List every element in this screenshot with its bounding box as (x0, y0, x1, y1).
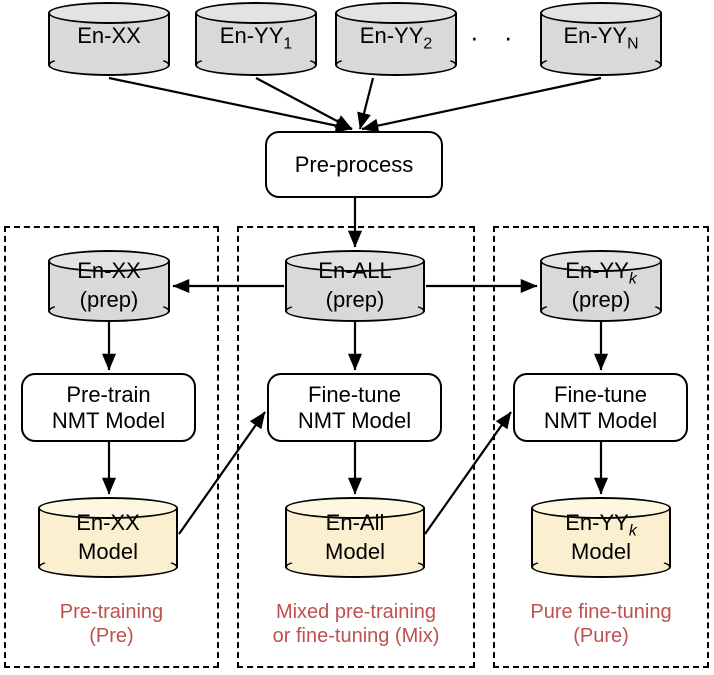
cylinder-bottom (335, 54, 457, 76)
train-box-line2: NMT Model (51, 407, 166, 433)
train-box-line2: NMT Model (543, 407, 658, 433)
caption-line2: (Pre) (89, 625, 134, 647)
cylinder-bottom (285, 300, 425, 322)
output-model-line2: Model (571, 538, 631, 564)
cylinder-top (285, 497, 425, 519)
source-subscript: 2 (423, 35, 433, 53)
cylinder-top (285, 250, 425, 272)
prep-subscript: k (628, 270, 637, 288)
cylinder-bottom (38, 556, 178, 578)
cylinder-top (531, 497, 671, 519)
cylinder-bottom (531, 556, 671, 578)
fine-tune-nmt-model-box-mix[interactable]: Fine-tune NMT Model (267, 373, 442, 442)
train-box-line1: Fine-tune (308, 382, 401, 408)
cylinder-bottom (540, 300, 662, 322)
preprocess-box[interactable]: Pre-process (265, 131, 443, 198)
prep-corpus-line2: (prep) (571, 287, 631, 313)
cylinder-top (48, 2, 170, 24)
caption-line1: Pre-training (59, 601, 164, 623)
source-corpus-label: En-YYN (563, 23, 639, 53)
train-box-line1: Fine-tune (554, 382, 647, 408)
output-model-label: En-YYk Model (565, 509, 637, 564)
model-subscript: k (628, 522, 637, 540)
source-subscript: N (627, 35, 639, 53)
output-model-label: En-All Model (325, 509, 385, 564)
cylinder-bottom (195, 54, 317, 76)
source-corpus-en-xx[interactable]: En-XX (48, 2, 170, 76)
source-corpus-label: En-YY2 (359, 23, 433, 53)
output-model-line2: Model (325, 538, 385, 564)
source-corpus-label: En-YY1 (219, 23, 293, 53)
caption-line1: Mixed pre-training (275, 601, 437, 623)
prep-corpus-label: En-XX (prep) (77, 258, 141, 313)
cylinder-top (540, 2, 662, 24)
prep-corpus-en-yyk[interactable]: En-YYk (prep) (540, 250, 662, 322)
cylinder-top (335, 2, 457, 24)
prep-corpus-line2: (prep) (325, 287, 385, 313)
prep-corpus-label: En-YYk (prep) (565, 258, 637, 313)
prep-corpus-label: En-ALL (prep) (318, 258, 392, 313)
caption-line1: Pure fine-tuning (530, 601, 672, 623)
output-model-en-xx[interactable]: En-XX Model (38, 497, 178, 578)
cylinder-top (38, 497, 178, 519)
cylinder-top (540, 250, 662, 272)
output-model-en-all[interactable]: En-All Model (285, 497, 425, 578)
arrow-en-yyn-to-preprocess (361, 76, 602, 133)
caption-pre: Pre-training (Pre) (4, 600, 219, 648)
source-corpus-en-yy1[interactable]: En-YY1 (195, 2, 317, 76)
pre-train-nmt-model-box[interactable]: Pre-train NMT Model (21, 373, 196, 442)
cylinder-bottom (540, 54, 662, 76)
cylinder-bottom (48, 54, 170, 76)
output-model-label: En-XX Model (76, 509, 140, 564)
cylinder-bottom (48, 300, 170, 322)
train-box-line2: NMT Model (297, 407, 412, 433)
source-subscript: 1 (283, 35, 293, 53)
prep-corpus-line2: (prep) (79, 287, 139, 313)
output-model-en-yyk[interactable]: En-YYk Model (531, 497, 671, 578)
arrow-en-yy1-to-preprocess (255, 77, 353, 130)
prep-corpus-en-xx[interactable]: En-XX (prep) (48, 250, 170, 322)
caption-pure: Pure fine-tuning (Pure) (493, 600, 709, 648)
cylinder-bottom (285, 556, 425, 578)
caption-line2: (Pure) (573, 625, 629, 647)
train-box-line1: Pre-train (66, 382, 151, 408)
source-corpus-label: En-XX (77, 23, 141, 49)
caption-line2: or fine-tuning (Mix) (272, 625, 440, 647)
prep-corpus-en-all[interactable]: En-ALL (prep) (285, 250, 425, 322)
ellipsis-dots: · · · (470, 22, 556, 52)
cylinder-top (195, 2, 317, 24)
cylinder-top (48, 250, 170, 272)
source-corpus-en-yyn[interactable]: En-YYN (540, 2, 662, 76)
fine-tune-nmt-model-box-pure[interactable]: Fine-tune NMT Model (513, 373, 688, 442)
output-model-line2: Model (78, 538, 138, 564)
arrow-en-xx-to-preprocess (108, 76, 353, 133)
preprocess-label: Pre-process (294, 151, 414, 177)
source-corpus-en-yy2[interactable]: En-YY2 (335, 2, 457, 76)
caption-mix: Mixed pre-training or fine-tuning (Mix) (237, 600, 475, 648)
arrow-en-yy2-to-preprocess (357, 77, 375, 130)
